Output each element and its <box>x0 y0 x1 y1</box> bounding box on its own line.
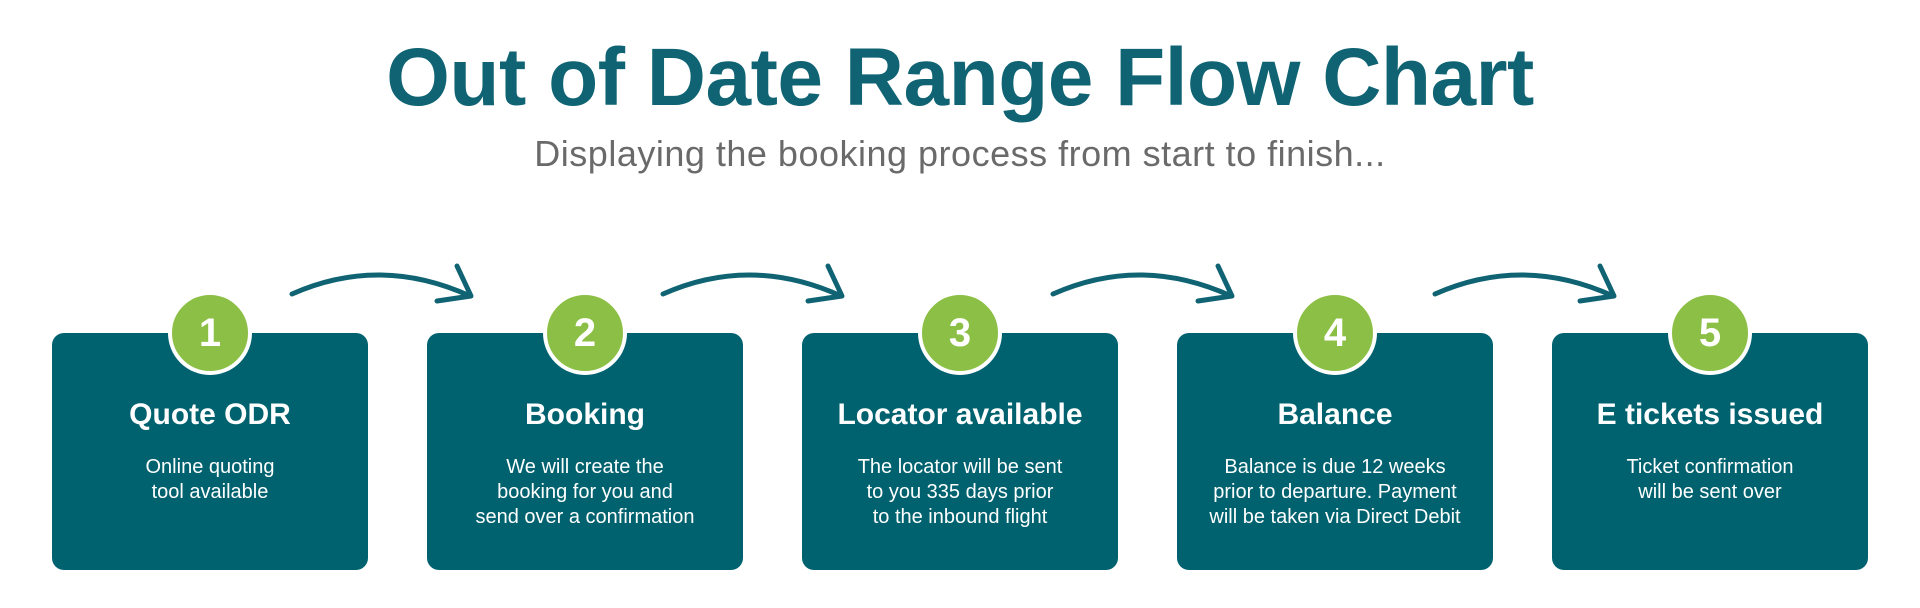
step-number-badge-2: 2 <box>543 291 627 375</box>
flow-arrow-2-to-3 <box>660 263 845 304</box>
step-number-badge-4: 4 <box>1293 291 1377 375</box>
step-description: We will create the booking for you and s… <box>475 456 695 528</box>
step-number-badge-3: 3 <box>918 291 1002 375</box>
step-description: Balance is due 12 weeks prior to departu… <box>1209 456 1461 528</box>
step-title: E tickets issued <box>1596 398 1824 431</box>
step-card-4: Balance Balance is due 12 weeks prior to… <box>1177 333 1493 570</box>
step-number-badge-5: 5 <box>1668 291 1752 375</box>
step-title: Locator available <box>837 398 1083 431</box>
step-title: Quote ODR <box>129 398 291 431</box>
step-description: Ticket confirmation will be sent over <box>1626 456 1794 503</box>
step-card-5: E tickets issued Ticket confirmation wil… <box>1552 333 1868 570</box>
step-description: Online quoting tool available <box>145 456 275 503</box>
step-title: Booking <box>525 398 645 431</box>
step-number-badge-1: 1 <box>168 291 252 375</box>
flow-arrow-3-to-4 <box>1050 263 1235 304</box>
step-description: The locator will be sent to you 335 days… <box>857 456 1063 528</box>
step-title: Balance <box>1277 398 1393 431</box>
page-subtitle: Displaying the booking process from star… <box>534 133 1386 174</box>
flow-arrow-4-to-5 <box>1432 263 1617 304</box>
page-title: Out of Date Range Flow Chart <box>386 32 1534 123</box>
flow-arrow-1-to-2 <box>289 263 474 304</box>
